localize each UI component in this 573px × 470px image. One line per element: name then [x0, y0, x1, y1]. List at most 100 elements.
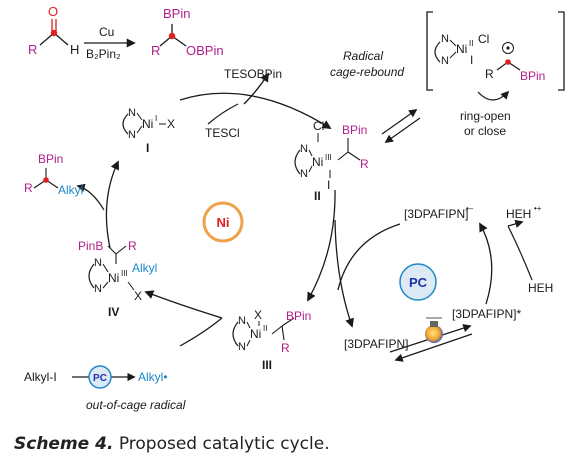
- III-ni-oxidation: II: [263, 324, 267, 333]
- alkyl-radical-incoming: [179, 317, 223, 347]
- IV-label: IV: [108, 305, 119, 319]
- III-label: III: [262, 358, 272, 372]
- III-x: X: [254, 308, 262, 322]
- I-label: I: [146, 141, 149, 155]
- ni-catalyst-label: Ni: [217, 215, 230, 230]
- I-x: X: [167, 117, 175, 131]
- ni-catalyst-circle: [202, 201, 244, 243]
- arrow-II-to-pc-cycle: [334, 219, 354, 328]
- caption-label: Scheme 4.: [14, 434, 114, 454]
- heh-oxidation-path: [507, 225, 533, 281]
- heh-radical-cation: HEH: [506, 207, 531, 221]
- IV-ni-oxidation: III: [121, 269, 128, 278]
- reagent-cu: Cu: [99, 25, 114, 39]
- tescl-incoming: [207, 103, 239, 125]
- II-bpin: BPin: [342, 123, 367, 137]
- cage-radical-dot-circle: [502, 42, 514, 54]
- III-r: R: [281, 341, 290, 355]
- arrow-II-to-III: [307, 189, 336, 302]
- radical-cage-rebound: Radical cage-rebound N N Ni II Cl I R BP…: [330, 11, 565, 138]
- IV-pinb: PinB: [78, 239, 103, 253]
- out-of-cage-label: out-of-cage radical: [86, 398, 186, 412]
- light-bulb-icon: [425, 317, 443, 343]
- cage-title-line2: cage-rebound: [330, 65, 404, 79]
- tescl-label: TESCl: [205, 126, 240, 140]
- product-alkyl-boronate: BPin R Alkyl: [24, 152, 83, 197]
- cage-cl: Cl: [478, 32, 489, 46]
- II-ni-oxidation: III: [325, 153, 332, 162]
- I-ni: Ni: [142, 117, 153, 131]
- cage-n-bottom: N: [441, 55, 449, 67]
- scheme-caption: Scheme 4. Proposed catalytic cycle.: [14, 434, 330, 454]
- II-i: I: [327, 178, 330, 192]
- IV-x: X: [134, 289, 142, 303]
- species-II: Cl N N Ni III BPin R I II: [294, 119, 369, 203]
- alkyl-iodide: Alkyl-I: [24, 370, 57, 384]
- species-I: N N Ni I X I: [122, 107, 175, 155]
- tesobpin-label: TESOBPin: [224, 67, 282, 81]
- anion-to-ground-path: [337, 223, 401, 291]
- cage-ni-oxidation: II: [469, 39, 473, 48]
- equilibrium-back-arrow: [384, 117, 421, 143]
- alkoxy-boronate-structure: BPin R OBPin: [151, 6, 224, 58]
- ring-open-close-arrow: [477, 90, 510, 101]
- alpha-carbon-dot: [168, 32, 176, 40]
- ring-open-text: ring-open: [460, 109, 511, 123]
- III-n-bottom: N: [238, 341, 246, 353]
- II-r: R: [360, 157, 369, 171]
- IV-r: R: [128, 239, 137, 253]
- product-bpin-label: BPin: [38, 152, 63, 166]
- pc-small-label: PC: [93, 373, 107, 384]
- IV-n-bottom: N: [94, 283, 102, 295]
- arrow-to-heh-cation: [507, 219, 524, 228]
- photocatalyst-cycle: PC [3DPAFIPN] •– HEH •+ HEH [3DPAFIPN]* …: [337, 204, 553, 362]
- product-alkyl-label: Alkyl: [58, 183, 83, 197]
- caption-text: Proposed catalytic cycle.: [118, 434, 330, 454]
- II-label: II: [314, 189, 321, 203]
- aldehyde-hydrogen: H: [70, 42, 79, 57]
- IV-n-top: N: [94, 257, 102, 269]
- cage-title-line1: Radical: [343, 49, 383, 63]
- arrow-excited-to-anion: [479, 222, 493, 305]
- heh-radical-cation-charge: •+: [534, 204, 542, 213]
- aldehyde-structure: O R H: [28, 4, 79, 57]
- pc-circle: [399, 263, 437, 301]
- III-ni: Ni: [250, 327, 261, 341]
- alkyl-radical-generation: Alkyl-I PC Alkyl• out-of-cage radical: [24, 365, 186, 412]
- III-n-top: N: [238, 315, 246, 327]
- dpafipn-excited: [3DPAFIPN]*: [452, 307, 521, 321]
- carbonyl-carbon-dot: [50, 29, 58, 37]
- cage-n-top: N: [441, 33, 449, 45]
- I-ni-oxidation: I: [155, 114, 157, 123]
- IV-ni: Ni: [108, 271, 119, 285]
- arrow-III-to-IV: [144, 290, 223, 319]
- cage-left-bracket: [426, 11, 433, 91]
- product-obpin: OBPin: [186, 43, 224, 58]
- species-IV: PinB R N N Ni III Alkyl X IV: [78, 239, 157, 319]
- cage-bpin: BPin: [520, 69, 545, 83]
- I-n-top: N: [128, 107, 136, 119]
- ring-close-text: or close: [464, 124, 506, 138]
- cage-ni: Ni: [456, 42, 467, 56]
- arrow-to-tesobpin: [243, 72, 269, 105]
- reagent-b2pin2: B₂Pin₂: [86, 47, 121, 61]
- top-reaction: O R H Cu B₂Pin₂ BPin R OBPin: [28, 4, 224, 61]
- pc-small-circle: [88, 365, 112, 389]
- alkyl-radical: Alkyl•: [138, 370, 168, 384]
- species-III: X N N Ni II BPin R III: [232, 308, 311, 372]
- arrow-I-to-II: [179, 92, 332, 129]
- III-bpin: BPin: [286, 309, 311, 323]
- equilibrium-forward-arrow: [381, 109, 418, 135]
- cage-r: R: [485, 67, 494, 81]
- cage-i: I: [470, 53, 473, 67]
- dpafipn-ground: [3DPAFIPN]: [344, 337, 408, 351]
- cage-radical-carbon: [505, 59, 511, 65]
- product-r-group: R: [151, 43, 160, 58]
- arrow-product-release: [76, 183, 105, 211]
- aldehyde-r-group: R: [28, 42, 37, 57]
- pc-label: PC: [409, 275, 428, 290]
- cage-right-bracket: [558, 11, 565, 91]
- II-n-bottom: N: [300, 168, 308, 180]
- relaxation-arrow: [394, 333, 473, 362]
- IV-alkyl: Alkyl: [132, 261, 157, 275]
